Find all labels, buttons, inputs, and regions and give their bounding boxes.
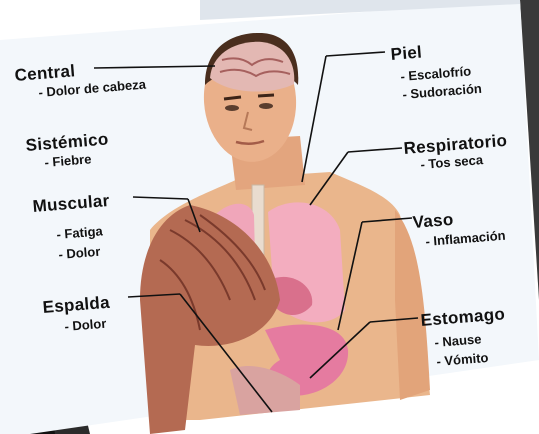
label-piel-title: Piel	[390, 44, 423, 63]
label-vaso-title: Vaso	[412, 211, 454, 231]
label-espalda-item: - Dolor	[64, 317, 107, 333]
label-sistemico-item: - Fiebre	[44, 152, 92, 169]
label-muscular-item-2: - Dolor	[58, 245, 101, 261]
label-central-title: Central	[14, 62, 76, 84]
label-estomago-item-1: - Nause	[434, 332, 482, 349]
label-estomago-item-2: - Vómito	[436, 351, 489, 368]
label-muscular-item-1: - Fatiga	[56, 224, 103, 241]
